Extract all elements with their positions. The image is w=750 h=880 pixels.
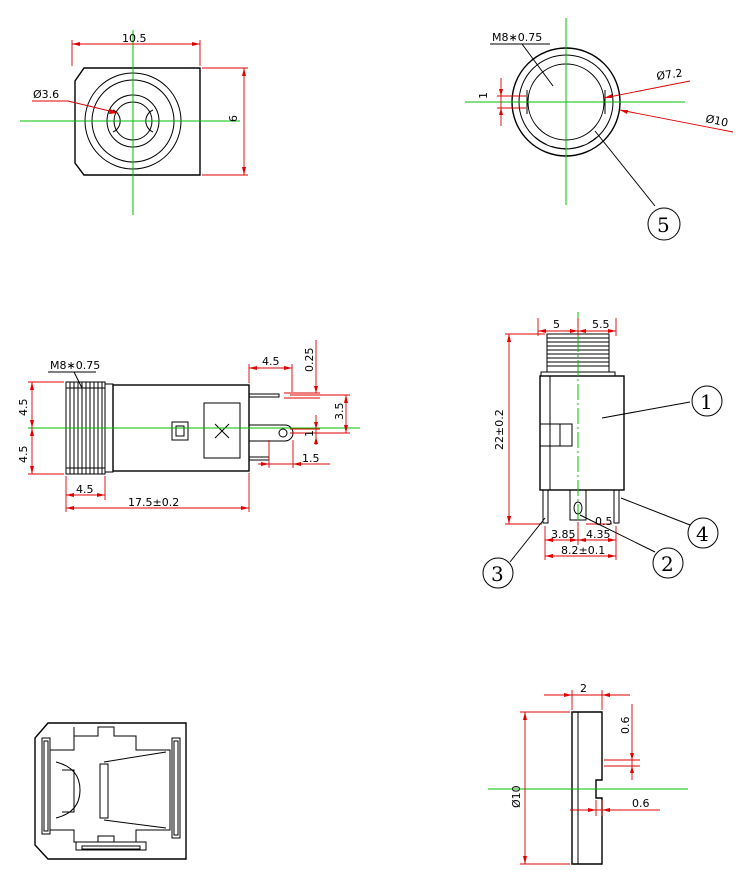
slot-dim-label: 1 (477, 92, 490, 99)
body-len-label: 17.5±0.2 (128, 496, 179, 509)
main-body (539, 375, 625, 491)
callout-2-circle (652, 547, 684, 579)
height-dim-label: 9 (226, 115, 239, 122)
section-view (34, 722, 187, 860)
dia-label: Ø10 (510, 785, 523, 808)
pin-bottom (248, 456, 270, 461)
outer-dia-leader (619, 109, 734, 133)
callout-3-circle (482, 557, 514, 589)
callout-1-label: 1 (700, 390, 713, 414)
nut-body (571, 711, 603, 865)
section-outline (34, 722, 187, 860)
callout-4-circle (687, 517, 719, 549)
h-upper-label: 4.5 (17, 399, 30, 417)
pitch-a-label: 3.85 (551, 528, 576, 541)
pin-len-label: 4.5 (262, 355, 280, 368)
pin-3 (542, 489, 549, 524)
side-notch (539, 423, 573, 447)
pin-w-label: 1.5 (302, 452, 320, 465)
contact-spring (99, 763, 109, 819)
callout-2-leader (579, 514, 656, 553)
inner-dia-label: Ø7.2 (656, 66, 684, 83)
left-spring (55, 761, 81, 819)
callout-3-label: 3 (491, 562, 504, 586)
pin-h-label: 3.5 (333, 403, 346, 421)
side-thread-label: M8∗0.75 (50, 359, 100, 372)
callout-4-leader (620, 497, 691, 526)
pin-thk-label: 0.25 (303, 348, 316, 373)
hole-dia-label: Ø3.6 (33, 88, 59, 101)
thread-len-label: 4.5 (76, 483, 94, 496)
body-outline (74, 67, 201, 176)
pitch-b-label: 4.35 (586, 528, 611, 541)
thread-ring-view: M8∗0.75 1 Ø7.2 Ø10 5 (465, 18, 734, 241)
front-face-view: 10.5 9 Ø3.6 (20, 30, 248, 215)
pin-loop (248, 424, 294, 442)
bottom-contact (75, 841, 147, 851)
pin-gap-label: 0.5 (595, 515, 613, 528)
callout-1-circle (691, 385, 723, 417)
width-dim-label: 10.5 (122, 32, 147, 45)
cross-window (203, 402, 241, 459)
notch-a-label: 0.6 (619, 717, 632, 735)
h-lower-label: 4.5 (17, 446, 30, 464)
square-window (171, 421, 189, 441)
callout-4-label: 4 (696, 522, 709, 546)
callout-3-leader (509, 517, 546, 563)
pin-4 (613, 489, 620, 524)
w-right-label: 5.5 (592, 318, 610, 331)
thread-label: M8∗0.75 (492, 31, 542, 44)
notch-b-label: 0.6 (632, 797, 650, 810)
height-label: 22±0.2 (493, 409, 506, 450)
total-label: 8.2±0.1 (561, 544, 605, 557)
pin-hole-label: 1 (303, 430, 316, 437)
callout-5-leader (594, 130, 656, 207)
front-elevation-view: 5 5.5 22±0.2 3.85 4.35 8.2±0.1 0.5 1 2 (482, 312, 723, 589)
callout-2-label: 2 (661, 552, 674, 576)
w-left-label: 5 (553, 318, 560, 331)
side-view: M8∗0.75 4.5 4.5 4.5 17.5±0.2 4.5 (17, 340, 360, 512)
callout-5-label: 5 (657, 213, 670, 237)
inner-housing (49, 726, 171, 843)
pin-top (248, 393, 280, 398)
inner-dia-leader (603, 80, 691, 99)
outer-dia-label: Ø10 (704, 112, 729, 129)
nut-view: 2 Ø10 0.6 0.6 (488, 682, 688, 865)
callout-1-leader (601, 401, 691, 419)
callout-5-circle (647, 207, 681, 241)
thread-leader (521, 43, 554, 87)
thickness-label: 2 (580, 682, 587, 695)
